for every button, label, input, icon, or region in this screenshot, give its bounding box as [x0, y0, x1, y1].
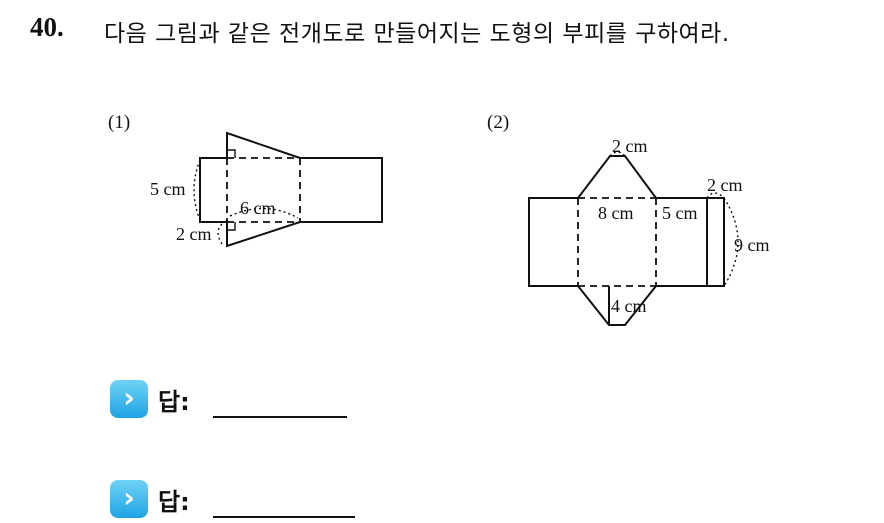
figure2-net	[528, 151, 739, 326]
question-number: 40.	[30, 12, 64, 42]
fig1-trapezoid-top	[226, 131, 301, 160]
fig2-top-trapezoid	[577, 155, 657, 199]
fig1-trapezoid-bottom	[226, 220, 301, 248]
fig1-right-face	[300, 157, 383, 223]
fig2-left-face	[528, 197, 578, 287]
fig2-fold-lines	[577, 197, 657, 287]
fig1-right-angle-top	[227, 149, 236, 158]
fig2-bottom-trapezoid	[577, 285, 657, 326]
fig2-side-top-arc	[706, 192, 725, 199]
answer-input-1[interactable]	[213, 416, 347, 418]
fig2-right-faces	[656, 197, 725, 287]
answer-label: 답:	[158, 488, 190, 516]
fig1-left-face	[199, 157, 227, 223]
chevron-right-icon: ›	[110, 480, 148, 518]
fig1-right-angle-bottom	[227, 222, 236, 231]
fig1-fold-lines	[226, 157, 301, 223]
fig1-width-arc	[229, 207, 299, 219]
fig2-top-label: 2 cm	[612, 136, 648, 156]
fig2-side-top-label: 2 cm	[707, 175, 743, 195]
fig2-length-label: 8 cm	[598, 203, 634, 223]
question-text: 다음 그림과 같은 전개도로 만들어지는 도형의 부피를 구하여라.	[104, 21, 730, 47]
fig1-width-label: 6 cm	[240, 198, 276, 218]
figure1-label: (1)	[108, 112, 131, 133]
answer-input-2[interactable]	[213, 516, 355, 518]
figure2-label: (2)	[487, 112, 510, 133]
fig2-height-arc	[723, 197, 739, 287]
figure1-net	[193, 131, 383, 248]
fig1-short-label: 2 cm	[176, 224, 212, 244]
chevron-right-icon: ›	[110, 380, 148, 418]
fig2-top-arc	[609, 151, 626, 157]
fig2-side-label: 5 cm	[662, 203, 698, 223]
fig1-short-arc	[217, 223, 223, 245]
fig1-height-label: 5 cm	[150, 179, 186, 199]
answer-row-2: › 답:	[110, 480, 370, 520]
fig2-height-label: 9 cm	[734, 235, 770, 255]
answer-label: 답:	[158, 388, 190, 416]
answer-row-1: › 답:	[110, 380, 370, 420]
fig1-height-arc	[193, 159, 201, 221]
fig2-bottom-label: 4 cm	[611, 296, 647, 316]
